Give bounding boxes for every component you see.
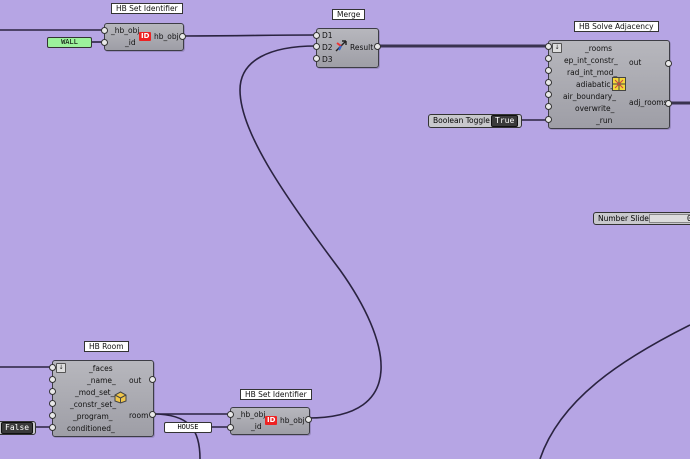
merge-component[interactable]: D1 D2 D3 Result (316, 28, 379, 68)
grip-room-conditioned[interactable] (49, 424, 56, 431)
boolean-toggle-label: Boolean Toggle (433, 116, 490, 125)
hb-room-component[interactable]: ↓ _faces _name_ _mod_set_ _constr_set_ _… (52, 360, 154, 437)
input-rad-int-mod[interactable]: rad_int_mod_ (567, 68, 618, 77)
input-d3[interactable]: D3 (322, 55, 333, 64)
output-result[interactable]: Result (350, 43, 374, 52)
grip-room-modset[interactable] (49, 388, 56, 395)
grip-merge-d2[interactable] (313, 43, 320, 50)
grip-adj-out[interactable] (665, 60, 672, 67)
number-slider-value: 0 (687, 214, 690, 223)
expand-menu-icon[interactable]: ↓ (552, 43, 562, 53)
boolean-toggle-true[interactable]: Boolean Toggle True (428, 114, 522, 128)
wire-room-down (152, 413, 201, 459)
input-hb-obj[interactable]: _hb_obj (111, 26, 140, 35)
house-panel[interactable]: HOUSE (164, 422, 212, 433)
grip-adj-rooms-out[interactable] (665, 100, 672, 107)
grip-merge-d1[interactable] (313, 32, 320, 39)
adjacency-grid-icon (612, 77, 626, 91)
input-adiabatic[interactable]: adiabatic_ (576, 80, 615, 89)
boolean-toggle-value[interactable]: True (491, 115, 519, 127)
grip-adj-ep[interactable] (545, 55, 552, 62)
set-identifier-bottom-component[interactable]: _hb_obj _id ID hb_obj (230, 407, 310, 435)
output-out[interactable]: out (629, 58, 642, 67)
output-out[interactable]: out (129, 376, 142, 385)
grip-adj-rad[interactable] (545, 67, 552, 74)
wire-bottom-right-curve (539, 324, 690, 459)
id-badge-icon: ID (265, 416, 278, 425)
set-identifier-bottom-title: HB Set Identifier (240, 389, 312, 400)
expand-menu-icon[interactable]: ↓ (56, 363, 66, 373)
output-adj-rooms[interactable]: adj_rooms (629, 98, 668, 107)
number-slider[interactable]: Number Slider 0 (593, 212, 690, 225)
grip-set-id-bottom-id[interactable] (227, 424, 234, 431)
merge-title: Merge (332, 9, 366, 20)
room-box-icon (114, 391, 127, 404)
input-id[interactable]: _id (251, 422, 262, 431)
grip-room-faces[interactable] (49, 364, 56, 371)
input-hb-obj[interactable]: _hb_obj (237, 410, 266, 419)
solve-adjacency-component[interactable]: ↓ _rooms ep_int_constr_ rad_int_mod_ adi… (548, 40, 670, 129)
input-constr-set[interactable]: _constr_set_ (70, 400, 117, 409)
grip-merge-d3[interactable] (313, 55, 320, 62)
input-conditioned[interactable]: conditioned_ (67, 424, 115, 433)
wire-setid-top-to-merge-d1 (181, 34, 317, 37)
set-identifier-top-title: HB Set Identifier (111, 3, 183, 14)
grip-adj-run[interactable] (545, 116, 552, 123)
id-badge-icon: ID (139, 32, 152, 41)
input-d1[interactable]: D1 (322, 31, 333, 40)
grip-room-program[interactable] (49, 412, 56, 419)
grip-set-id-bottom-out[interactable] (305, 416, 312, 423)
grip-set-id-bottom-hbobj[interactable] (227, 411, 234, 418)
grip-set-id-top-out[interactable] (179, 33, 186, 40)
number-slider-label: Number Slider (598, 214, 652, 223)
boolean-toggle-false-value[interactable]: False (1, 422, 34, 434)
grip-adj-rooms-in[interactable] (545, 43, 552, 50)
input-rooms[interactable]: _rooms (585, 44, 613, 53)
input-id[interactable]: _id (125, 38, 136, 47)
input-air-boundary[interactable]: air_boundary_ (563, 92, 616, 101)
grip-room-constr[interactable] (49, 400, 56, 407)
number-slider-rail[interactable] (649, 214, 690, 223)
set-identifier-top-component[interactable]: _hb_obj _id ID hb_obj (104, 23, 184, 51)
grip-set-id-top-hbobj[interactable] (101, 27, 108, 34)
output-hb-obj[interactable]: hb_obj (280, 416, 305, 425)
wall-panel[interactable]: WALL (47, 37, 92, 48)
hb-room-title: HB Room (84, 341, 129, 352)
input-ep-int-constr[interactable]: ep_int_constr_ (564, 56, 618, 65)
input-overwrite[interactable]: overwrite_ (575, 104, 615, 113)
solve-adjacency-title: HB Solve Adjacency (574, 21, 659, 32)
grip-adj-air[interactable] (545, 91, 552, 98)
wire-setid-bottom-to-merge-d2 (239, 45, 382, 419)
input-d2[interactable]: D2 (322, 43, 333, 52)
merge-arrow-icon (335, 40, 347, 52)
grip-room-out[interactable] (149, 376, 156, 383)
grip-room-name[interactable] (49, 376, 56, 383)
input-run[interactable]: _run (596, 116, 613, 125)
output-room[interactable]: room (129, 411, 149, 420)
output-hb-obj[interactable]: hb_obj (154, 32, 179, 41)
input-name[interactable]: _name_ (87, 376, 116, 385)
input-mod-set[interactable]: _mod_set_ (75, 388, 115, 397)
grip-merge-result[interactable] (374, 43, 381, 50)
input-faces[interactable]: _faces (89, 364, 113, 373)
input-program[interactable]: _program_ (73, 412, 113, 421)
boolean-toggle-false[interactable]: False (0, 421, 36, 435)
grip-adj-overwrite[interactable] (545, 103, 552, 110)
grip-adj-adiabatic[interactable] (545, 79, 552, 86)
grip-set-id-top-id[interactable] (101, 39, 108, 46)
grip-room-room[interactable] (149, 411, 156, 418)
